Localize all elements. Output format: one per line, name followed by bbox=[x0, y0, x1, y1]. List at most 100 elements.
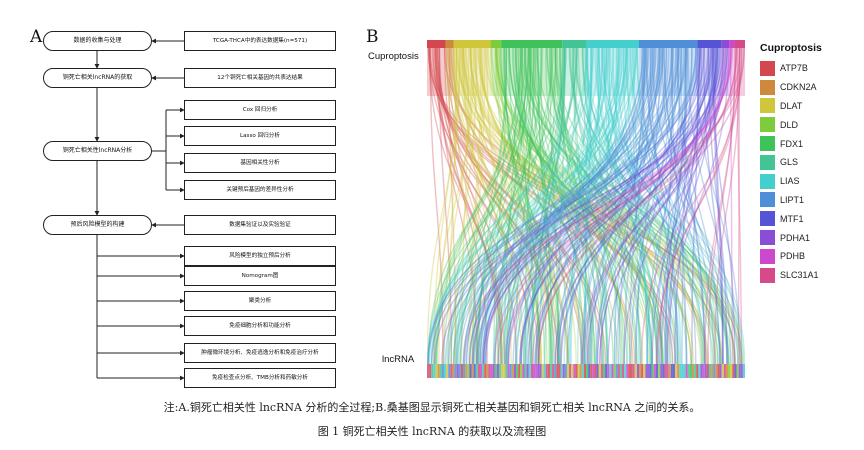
sankey-link bbox=[554, 47, 721, 365]
sankey-lncrna-node bbox=[581, 364, 584, 378]
sankey-lncrna-node bbox=[579, 364, 582, 378]
sankey-link bbox=[655, 47, 693, 365]
legend-item: MTF1 bbox=[760, 209, 860, 228]
sankey-lncrna-node bbox=[463, 364, 466, 378]
legend-swatch bbox=[760, 173, 775, 189]
legend-item: DLD bbox=[760, 115, 860, 134]
sankey-lncrna-node bbox=[719, 364, 722, 378]
sankey-lncrna-node bbox=[571, 364, 574, 378]
legend-swatch bbox=[760, 60, 775, 76]
sankey-link bbox=[465, 47, 657, 365]
sankey-link bbox=[656, 47, 741, 365]
sankey-lncrna-node bbox=[450, 364, 453, 378]
sankey-link bbox=[462, 47, 698, 365]
sankey-link bbox=[499, 47, 644, 365]
sankey-link bbox=[544, 47, 578, 365]
sankey-link bbox=[520, 47, 623, 365]
sankey-bottom-label: lncRNA bbox=[382, 354, 415, 365]
sankey-node-mtf1 bbox=[697, 40, 722, 48]
sankey-lncrna-node bbox=[613, 364, 616, 378]
sankey-lncrna-node bbox=[448, 364, 451, 378]
sankey-link bbox=[436, 47, 583, 365]
sankey-link bbox=[586, 47, 719, 365]
sankey-link bbox=[598, 47, 730, 365]
sankey-link bbox=[568, 47, 688, 365]
node-validate: 数据集验证以及实验验证 bbox=[184, 215, 336, 235]
caption-note: 注:A.铜死亡相关性 lncRNA 分析的全过程;B.桑基图显示铜死亡相关基因和… bbox=[163, 401, 701, 414]
sankey-link bbox=[529, 47, 566, 365]
sankey-lncrna-node bbox=[607, 364, 610, 378]
sankey-lncrna-node bbox=[465, 364, 468, 378]
sankey-link bbox=[511, 47, 637, 365]
sankey-link bbox=[624, 47, 704, 365]
sankey-lncrna-node bbox=[530, 364, 533, 378]
sankey-link bbox=[495, 47, 716, 365]
node-analysis: 铜死亡相关性lncRNA分析 bbox=[43, 141, 152, 161]
sankey-link bbox=[549, 47, 559, 365]
sankey-link bbox=[666, 47, 730, 365]
node-genes12: 12个铜死亡相关基因的共表达结果 bbox=[184, 68, 336, 88]
node-nomo: Nomogram图 bbox=[184, 266, 336, 286]
sankey-link bbox=[579, 47, 655, 365]
sankey-lncrna-node bbox=[617, 364, 620, 378]
sankey-band bbox=[586, 48, 639, 96]
sankey-node-slc31a1 bbox=[734, 40, 745, 48]
sankey-link bbox=[581, 47, 727, 365]
legend-item: FDX1 bbox=[760, 134, 860, 153]
sankey-link bbox=[480, 47, 632, 365]
sankey-link bbox=[640, 47, 743, 365]
sankey-link bbox=[435, 47, 554, 365]
sankey-lncrna-node bbox=[715, 364, 718, 378]
sankey-lncrna-node bbox=[477, 364, 480, 378]
sankey-link bbox=[571, 47, 641, 365]
sankey-link bbox=[646, 47, 688, 365]
sankey-link bbox=[507, 47, 565, 365]
sankey-link bbox=[558, 47, 633, 365]
legend-label: FDX1 bbox=[780, 138, 804, 149]
sankey-link bbox=[433, 47, 522, 365]
sankey-lncrna-node bbox=[615, 364, 618, 378]
sankey-link bbox=[479, 47, 649, 365]
sankey-link bbox=[429, 47, 674, 365]
sankey-lncrna-node bbox=[717, 364, 720, 378]
sankey-link bbox=[502, 47, 552, 365]
legend-label: DLD bbox=[780, 119, 799, 130]
sankey-lncrna-node bbox=[545, 364, 548, 378]
sankey-link bbox=[514, 47, 663, 365]
sankey-lncrna-node bbox=[740, 364, 743, 378]
sankey-link bbox=[601, 47, 611, 365]
sankey-lncrna-node bbox=[583, 364, 586, 378]
sankey-lncrna-node bbox=[482, 364, 485, 378]
sankey-band bbox=[639, 48, 698, 96]
sankey-link bbox=[521, 47, 739, 365]
sankey-lncrna-node bbox=[602, 364, 606, 378]
sankey-link bbox=[452, 47, 532, 365]
sankey-link bbox=[687, 47, 732, 365]
sankey-lncrna-node bbox=[653, 364, 656, 378]
sankey-lncrna-node bbox=[655, 364, 659, 378]
sankey-link bbox=[634, 47, 677, 365]
sankey-link bbox=[479, 47, 654, 365]
sankey-link bbox=[453, 47, 477, 365]
sankey-link bbox=[433, 47, 475, 365]
sankey-link bbox=[507, 47, 713, 365]
sankey-lncrna-node bbox=[437, 364, 440, 378]
sankey-lncrna-node bbox=[713, 364, 716, 378]
sankey-link bbox=[462, 47, 732, 365]
sankey-link bbox=[714, 47, 724, 365]
sankey-link bbox=[528, 47, 743, 365]
sankey-node-cdkn2a bbox=[445, 40, 454, 48]
sankey-link bbox=[508, 47, 552, 365]
sankey-link bbox=[472, 47, 692, 365]
sankey-link bbox=[499, 47, 523, 365]
sankey-link bbox=[737, 47, 741, 365]
sankey-link bbox=[456, 47, 743, 365]
legend-label: LIPT1 bbox=[780, 194, 805, 205]
sankey-lncrna-node bbox=[452, 364, 455, 378]
sankey-lncrna-node bbox=[700, 364, 703, 378]
sankey-link bbox=[623, 47, 725, 365]
sankey-link bbox=[503, 47, 540, 365]
sankey-svg bbox=[426, 40, 746, 378]
sankey-link bbox=[484, 47, 712, 365]
sankey-link bbox=[495, 47, 743, 365]
